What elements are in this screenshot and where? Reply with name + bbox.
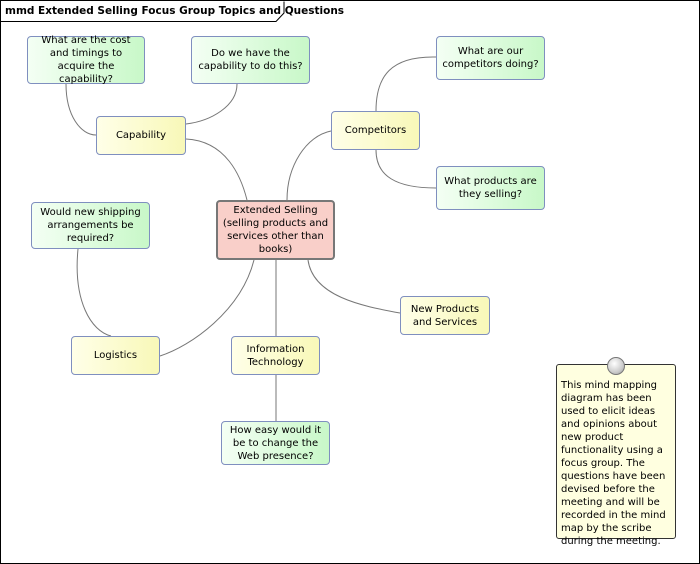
pin-icon [607,357,625,375]
connector [76,248,112,337]
question-products-node[interactable]: What products are they selling? [436,166,545,210]
question-cost-node[interactable]: What are the cost and timings to acquire… [27,35,145,85]
new-products-node[interactable]: New Products and Services [400,296,490,335]
logistics-node[interactable]: Logistics [71,336,160,375]
connector [65,83,97,136]
connector [185,138,248,201]
question-web-node[interactable]: How easy would it be to change the Web p… [221,421,330,465]
connector [375,56,437,112]
connector [185,83,238,125]
information-technology-node[interactable]: Information Technology [231,336,320,375]
diagram-title: mmd Extended Selling Focus Group Topics … [5,5,345,17]
capability-node[interactable]: Capability [96,116,186,155]
note[interactable]: This mind mapping diagram has been used … [556,364,676,547]
connector [286,130,332,201]
connector [375,149,437,189]
question-capability-node[interactable]: Do we have the capability to do this? [191,36,310,84]
question-competitors-node[interactable]: What are our competitors doing? [436,36,545,80]
diagram-title-tab-shape [1,1,285,22]
competitors-node[interactable]: Competitors [331,111,420,150]
connector [159,259,255,357]
central-topic-node[interactable]: Extended Selling (selling products and s… [216,200,335,260]
connector [307,259,401,314]
question-shipping-node[interactable]: Would new shipping arrangements be requi… [31,202,150,249]
